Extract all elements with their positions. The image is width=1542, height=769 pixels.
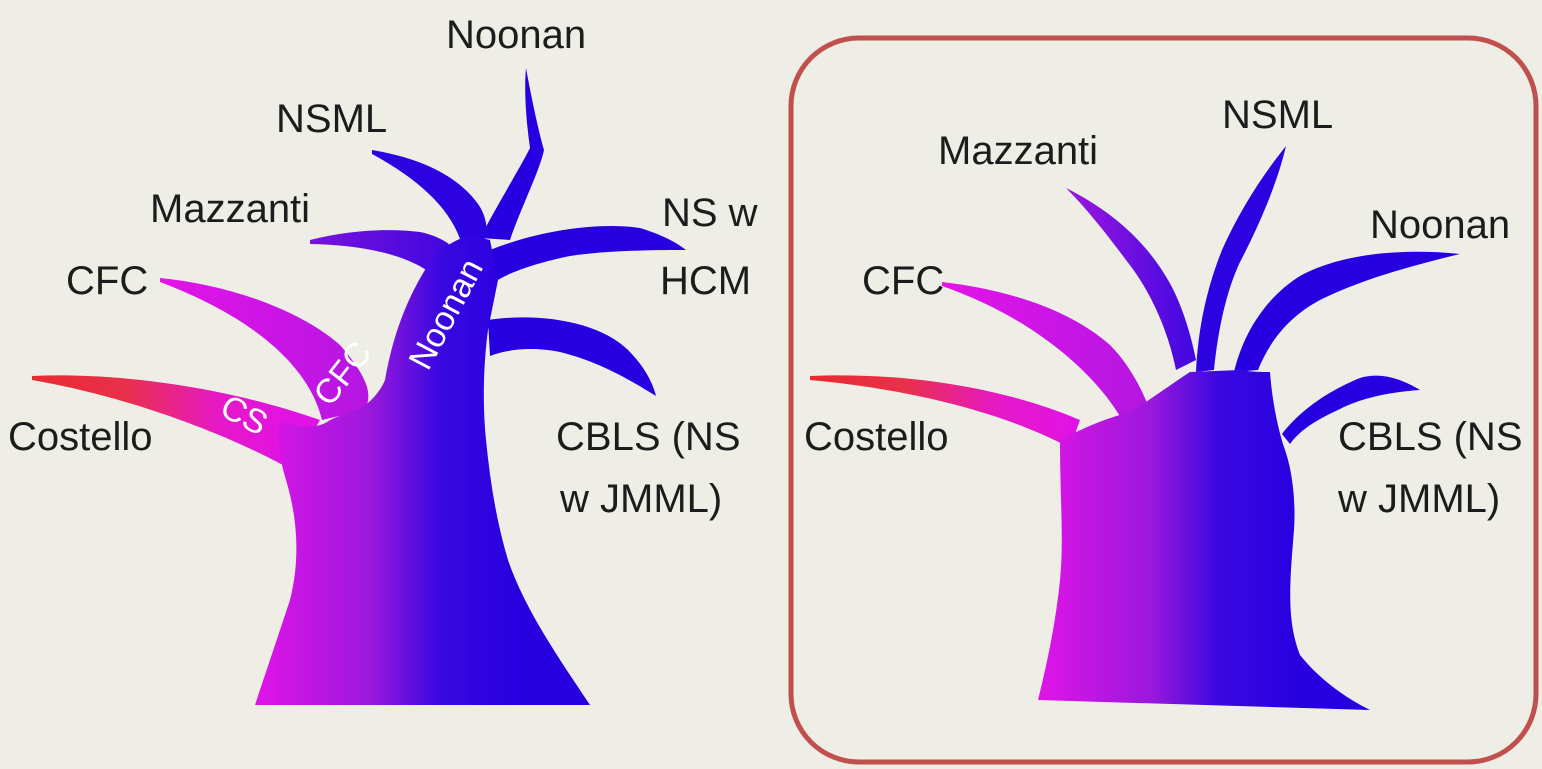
- left-label-cfc: CFC: [66, 259, 148, 303]
- left-label-cbls-line2: w JMML): [559, 477, 722, 521]
- right-label-cbls-line2: w JMML): [1337, 477, 1500, 521]
- left-label-ns-hcm-line1: NS w: [662, 191, 758, 235]
- left-label-nsml: NSML: [276, 97, 387, 141]
- right-label-cbls-line1: CBLS (NS: [1338, 415, 1523, 459]
- left-label-costello: Costello: [8, 415, 153, 459]
- left-label-ns-hcm-line2: HCM: [660, 259, 751, 303]
- left-label-mazzanti: Mazzanti: [150, 187, 310, 231]
- right-label-nsml: NSML: [1222, 93, 1333, 137]
- right-label-noonan: Noonan: [1370, 203, 1510, 247]
- left-label-cbls-line1: CBLS (NS: [556, 415, 741, 459]
- left-label-noonan: Noonan: [446, 13, 586, 57]
- right-label-mazzanti: Mazzanti: [938, 129, 1098, 173]
- right-label-costello: Costello: [804, 415, 949, 459]
- right-label-cfc: CFC: [862, 259, 944, 303]
